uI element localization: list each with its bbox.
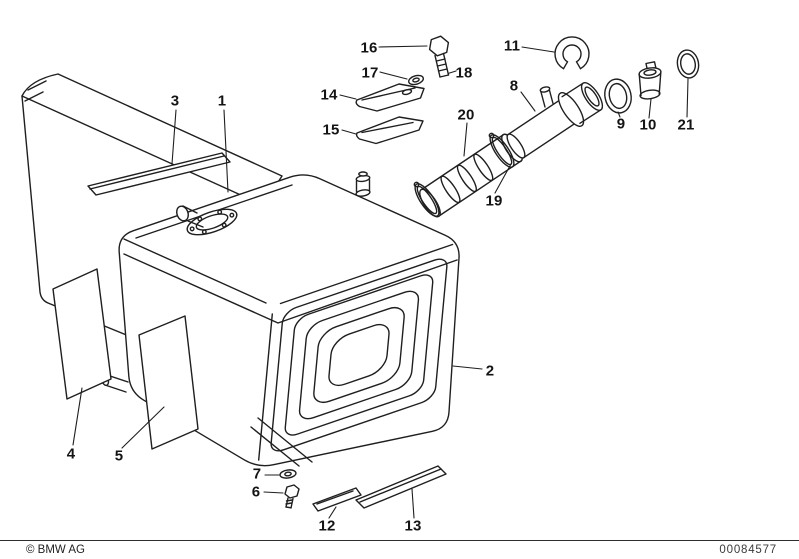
grommet — [604, 78, 632, 114]
image-number: 00084577 — [719, 544, 777, 556]
filler-cap — [638, 61, 662, 100]
copyright: © BMW AG — [26, 544, 85, 556]
washer-small — [279, 469, 297, 479]
pad-right — [138, 315, 199, 450]
washer-top — [407, 74, 425, 86]
pad-left — [52, 268, 112, 400]
strip-short — [312, 487, 362, 512]
fuel-tank — [100, 174, 460, 467]
bracket-upper — [355, 83, 425, 112]
bracket-lower — [355, 116, 424, 145]
filler-neck-stub — [176, 205, 204, 228]
filler-pipe — [506, 82, 604, 159]
hose-clamp-lower — [413, 181, 440, 217]
o-ring — [676, 49, 700, 79]
trim-strip — [87, 152, 231, 196]
footer: © BMW AG 00084577 — [0, 540, 799, 556]
strip-long — [355, 465, 447, 509]
screw — [284, 484, 300, 509]
retaining-clip — [554, 36, 590, 70]
leader-lines — [72, 45, 689, 519]
filler-opening — [186, 208, 238, 236]
mounting-bolt — [428, 35, 450, 78]
vent-fitting — [355, 171, 371, 197]
tank-recess — [270, 256, 448, 455]
